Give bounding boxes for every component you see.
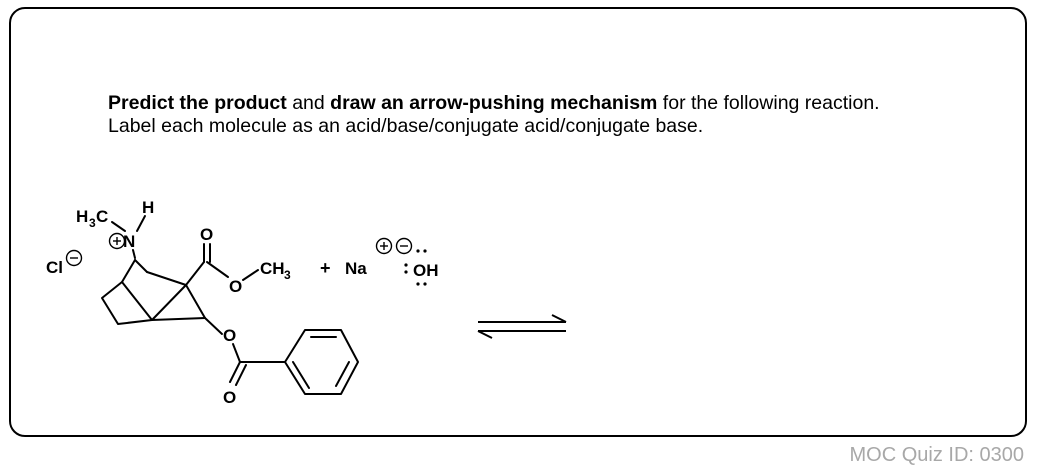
bond-c2-c3 bbox=[185, 284, 206, 319]
nitrogen-label: N bbox=[123, 232, 135, 251]
chloride-negative-charge-icon bbox=[65, 249, 83, 267]
bond-n-bridge bbox=[134, 259, 148, 273]
bond-c3-benzoate-o bbox=[204, 317, 223, 335]
chloride-ion: Cl bbox=[46, 249, 83, 277]
instruction-end: for the following reaction. bbox=[657, 92, 880, 114]
chloride-label: Cl bbox=[46, 258, 63, 277]
cocaine-cation: H 3 C H N O O CH 3 O bbox=[76, 198, 359, 407]
instruction-and: and bbox=[286, 92, 331, 114]
phenyl-ring bbox=[284, 329, 359, 395]
instruction-bold-mechanism: draw an arrow-pushing mechanism bbox=[330, 92, 658, 114]
benzoate-oxygen-label: O bbox=[223, 326, 236, 345]
hydroxide-label: OH bbox=[413, 261, 439, 280]
hydroxide-negative-charge-icon bbox=[395, 237, 413, 255]
n-methyl-h-label: H bbox=[76, 207, 88, 226]
bond-o-benzoyl bbox=[232, 343, 241, 363]
quiz-id-label: MOC Quiz ID: 0300 bbox=[849, 444, 1024, 466]
quiz-instructions: Predict the product and draw an arrow-pu… bbox=[108, 92, 1008, 138]
benzoyl-carbonyl-oxygen-label: O bbox=[223, 388, 236, 407]
ester-methyl-c-label: CH bbox=[260, 259, 285, 278]
tropane-bridge-bond bbox=[121, 281, 153, 321]
n-methyl-subscript: 3 bbox=[89, 216, 96, 230]
plus-sign: + bbox=[320, 258, 331, 278]
n-methyl-c-label: C bbox=[96, 207, 108, 226]
sodium-label: Na bbox=[345, 259, 367, 278]
bond-c4-c3 bbox=[151, 317, 206, 321]
bond-carbonyl-ester-o bbox=[206, 261, 229, 278]
ester-oxygen-label: O bbox=[229, 277, 242, 296]
sodium-positive-charge-icon bbox=[375, 237, 393, 255]
bond-c2-carbonyl bbox=[185, 261, 205, 286]
hydroxide-lone-pairs-icon bbox=[404, 249, 427, 286]
bond-n-methyl bbox=[111, 221, 126, 232]
ester-carbonyl-oxygen-label: O bbox=[200, 225, 213, 244]
instruction-line-1: Predict the product and draw an arrow-pu… bbox=[108, 92, 1008, 115]
nh-hydrogen-label: H bbox=[142, 198, 154, 217]
equilibrium-arrow-icon bbox=[477, 314, 567, 339]
instruction-bold-predict: Predict the product bbox=[108, 92, 287, 114]
nitrogen-positive-charge-icon bbox=[108, 232, 126, 250]
sodium-hydroxide: Na OH bbox=[345, 237, 439, 286]
benzoyl-carbonyl-double-bond bbox=[235, 364, 247, 386]
ester-methyl-subscript: 3 bbox=[284, 268, 291, 282]
bond-n-h bbox=[136, 215, 146, 232]
quiz-frame bbox=[9, 7, 1027, 437]
instruction-line-2: Label each molecule as an acid/base/conj… bbox=[108, 115, 704, 137]
bond-o-methyl bbox=[242, 269, 259, 281]
